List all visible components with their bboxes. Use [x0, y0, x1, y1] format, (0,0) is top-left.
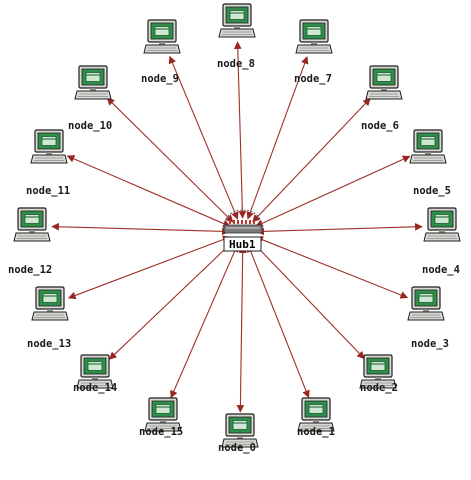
workstation-icon[interactable] [144, 397, 182, 432]
node-node-5[interactable]: node_5 [409, 129, 451, 197]
node-node-8[interactable]: node_8 [217, 3, 256, 70]
node-label: node_12 [8, 264, 52, 276]
workstation-icon[interactable] [297, 397, 335, 432]
node-node-14[interactable]: node_14 [73, 354, 117, 394]
workstation-icon[interactable] [295, 19, 333, 54]
node-node-3[interactable]: node_3 [407, 286, 449, 350]
node-node-9[interactable]: node_9 [141, 19, 181, 85]
hub-layer: Hub1 [223, 209, 263, 252]
node-node-0[interactable]: node_0 [218, 413, 259, 454]
node-label: node_2 [360, 382, 398, 394]
links-layer [51, 41, 423, 413]
node-node-12[interactable]: node_12 [8, 207, 52, 276]
link-hub1-node-9[interactable] [168, 55, 239, 220]
hub-hub1[interactable]: Hub1 [223, 209, 263, 252]
link-hub1-node-1[interactable] [247, 244, 310, 399]
link-hub1-node-3[interactable] [255, 236, 409, 299]
network-hub-icon[interactable] [223, 209, 263, 234]
link-hub1-node-5[interactable] [255, 155, 411, 227]
node-node-4[interactable]: node_4 [422, 207, 461, 276]
link-hub1-node-15[interactable] [170, 244, 239, 399]
node-label: node_6 [361, 120, 399, 132]
node-node-6[interactable]: node_6 [361, 65, 403, 132]
workstation-icon[interactable] [143, 19, 181, 54]
link-hub1-node-2[interactable] [252, 241, 365, 360]
hub-label: Hub1 [229, 238, 256, 251]
node-label: node_7 [294, 73, 332, 85]
link-hub1-node-12[interactable] [51, 222, 230, 236]
link-hub1-node-4[interactable] [256, 222, 423, 236]
link-hub1-node-10[interactable] [106, 97, 234, 223]
node-node-13[interactable]: node_13 [27, 286, 71, 350]
workstation-icon[interactable] [31, 286, 69, 321]
node-label: node_8 [217, 58, 255, 70]
workstation-icon[interactable] [359, 354, 397, 389]
node-node-1[interactable]: node_1 [297, 397, 335, 438]
workstation-icon[interactable] [365, 65, 403, 100]
workstation-icon[interactable] [423, 207, 461, 242]
workstation-icon[interactable] [218, 3, 256, 38]
workstation-icon[interactable] [409, 129, 447, 164]
node-node-2[interactable]: node_2 [359, 354, 398, 394]
workstation-icon[interactable] [74, 65, 112, 100]
node-node-11[interactable]: node_11 [26, 129, 70, 197]
node-label: node_11 [26, 185, 70, 197]
node-label: node_9 [141, 73, 179, 85]
workstation-icon[interactable] [76, 354, 114, 389]
node-label: node_5 [413, 185, 451, 197]
node-label: node_15 [139, 426, 183, 438]
link-hub1-node-7[interactable] [246, 56, 309, 220]
workstation-icon[interactable] [221, 413, 259, 448]
node-label: node_1 [297, 426, 335, 438]
node-label: node_14 [73, 382, 117, 394]
workstation-icon[interactable] [13, 207, 51, 242]
node-label: node_13 [27, 338, 71, 350]
node-label: node_3 [411, 338, 449, 350]
node-label: node_10 [68, 120, 112, 132]
node-node-7[interactable]: node_7 [294, 19, 333, 85]
workstation-icon[interactable] [30, 129, 68, 164]
node-label: node_0 [218, 442, 256, 454]
link-hub1-node-11[interactable] [66, 155, 231, 228]
node-node-10[interactable]: node_10 [68, 65, 112, 132]
link-hub1-node-0[interactable] [236, 245, 247, 413]
node-node-15[interactable]: node_15 [139, 397, 183, 438]
workstation-icon[interactable] [407, 286, 445, 321]
nodes-layer: node_0node_1node_2node_3node_4node_5node… [8, 3, 461, 454]
link-hub1-node-6[interactable] [252, 97, 371, 223]
node-label: node_4 [422, 264, 460, 276]
